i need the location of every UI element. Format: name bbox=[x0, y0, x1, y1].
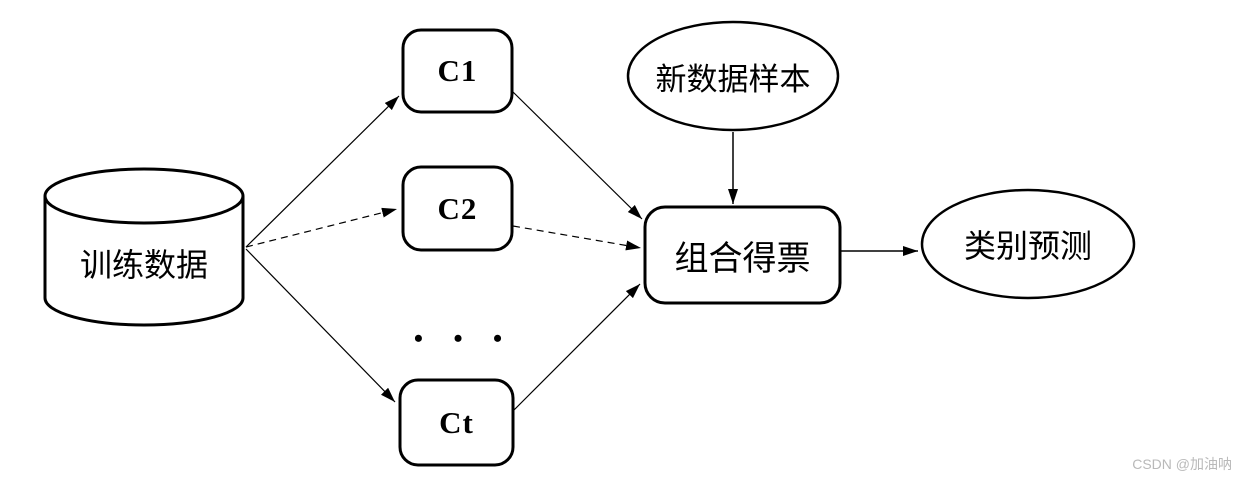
classifier-1-label: C1 bbox=[437, 53, 478, 88]
edge-c1-to-vote bbox=[511, 90, 643, 220]
training-data-label: 训练数据 bbox=[79, 247, 208, 283]
cylinder-top bbox=[43, 167, 245, 225]
classifier-2-label: C2 bbox=[437, 190, 478, 226]
cylinder-body bbox=[43, 196, 245, 327]
edge-train-to-ct bbox=[245, 248, 396, 403]
ellipsis-dots: • • • bbox=[413, 324, 515, 353]
edge-train-to-c1 bbox=[245, 95, 400, 248]
edge-ct-to-vote bbox=[512, 283, 641, 412]
classifier-t-label: Ct bbox=[439, 404, 474, 440]
new-sample-label: 新数据样本 bbox=[655, 61, 811, 97]
ct-box bbox=[398, 378, 515, 467]
new-sample-ellipse bbox=[626, 20, 840, 132]
edge-c2-to-vote bbox=[512, 225, 642, 251]
prediction-ellipse bbox=[920, 188, 1136, 300]
vote-box bbox=[643, 205, 842, 305]
watermark: CSDN @加油呐 bbox=[1132, 456, 1232, 472]
prediction-label: 类别预测 bbox=[963, 228, 1092, 264]
c1-box bbox=[401, 28, 514, 114]
vote-label: 组合得票 bbox=[674, 240, 811, 278]
c2-box bbox=[401, 165, 514, 252]
edge-train-to-c2 bbox=[245, 207, 398, 248]
